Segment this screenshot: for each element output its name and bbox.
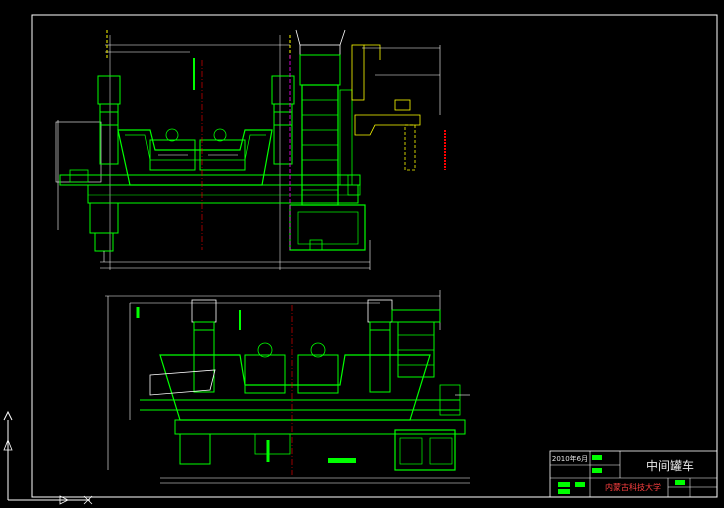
- drawing-frame: [31, 14, 718, 498]
- drawing-school: 内蒙古科技大学: [605, 483, 661, 492]
- side-elevation-view: [105, 290, 470, 484]
- ucs-axis-icon: [3, 410, 93, 505]
- drawing-title: 中间罐车: [645, 459, 694, 473]
- title-block-date: 2010年6月: [551, 455, 589, 463]
- title-block: [549, 450, 718, 498]
- front-elevation-view: [55, 29, 446, 270]
